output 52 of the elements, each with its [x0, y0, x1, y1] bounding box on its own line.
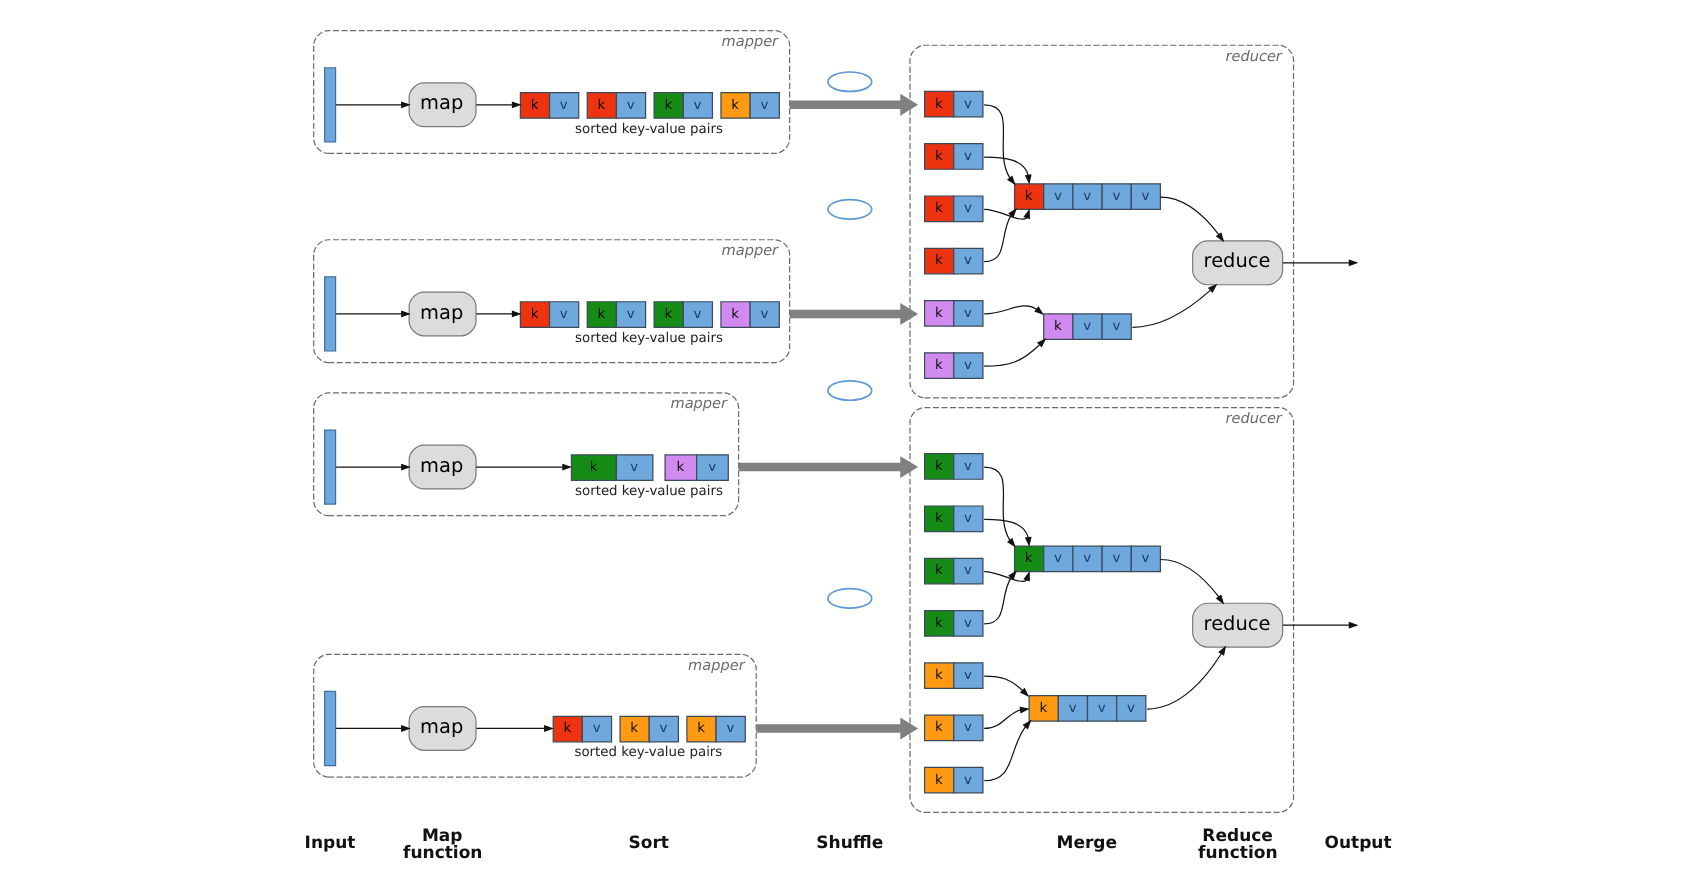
- label: Map function: [402, 826, 482, 864]
- label: Output: [1323, 834, 1391, 855]
- arrow: [1158, 558, 1224, 605]
- label: Reduce function: [1197, 826, 1277, 864]
- arrow: [334, 101, 410, 109]
- arrow: [982, 570, 1016, 625]
- arrow: [334, 725, 410, 732]
- arrow: [1158, 196, 1224, 243]
- arrow: [982, 156, 1031, 185]
- arrow: [982, 675, 1029, 697]
- arrow: [1130, 283, 1217, 328]
- arrow: [982, 706, 1029, 730]
- arrow: [474, 310, 521, 318]
- arrow: [982, 719, 1031, 782]
- node-bar: [323, 67, 336, 143]
- arrow: [982, 208, 1029, 220]
- arrow: [474, 463, 572, 471]
- arrow: [755, 717, 918, 740]
- arrow: [1281, 621, 1358, 629]
- arrow: [982, 571, 1029, 583]
- arrow: [1281, 259, 1358, 267]
- arrow: [982, 518, 1031, 547]
- arrow: [982, 466, 1015, 548]
- node-box: reduce: [1191, 602, 1283, 648]
- node-cloud: [826, 71, 872, 93]
- arrow: [474, 725, 553, 732]
- arrow: [982, 305, 1043, 316]
- arrow: [474, 101, 521, 109]
- arrow: [788, 302, 918, 325]
- arrow: [737, 456, 918, 479]
- node-box: map: [407, 291, 476, 337]
- arrow: [788, 93, 918, 116]
- arrow: [982, 338, 1046, 367]
- label: Merge: [1055, 834, 1117, 855]
- label: Sort: [627, 834, 669, 855]
- node-box: map: [407, 706, 476, 751]
- arrow: [334, 310, 410, 318]
- label: Shuffle: [815, 834, 883, 855]
- node-bar: [323, 690, 336, 767]
- label: Input: [303, 834, 355, 855]
- node-box: map: [407, 82, 476, 128]
- node-bar: [323, 429, 336, 505]
- arrow: [982, 104, 1015, 186]
- node-box: reduce: [1191, 240, 1283, 286]
- node-bar: [323, 276, 336, 352]
- node-cloud: [826, 198, 872, 220]
- arrow: [982, 207, 1016, 263]
- node-cloud: [826, 587, 872, 609]
- arrow: [1145, 645, 1226, 710]
- node-cloud: [826, 379, 872, 402]
- node-box: map: [407, 444, 476, 490]
- arrow: [334, 463, 410, 471]
